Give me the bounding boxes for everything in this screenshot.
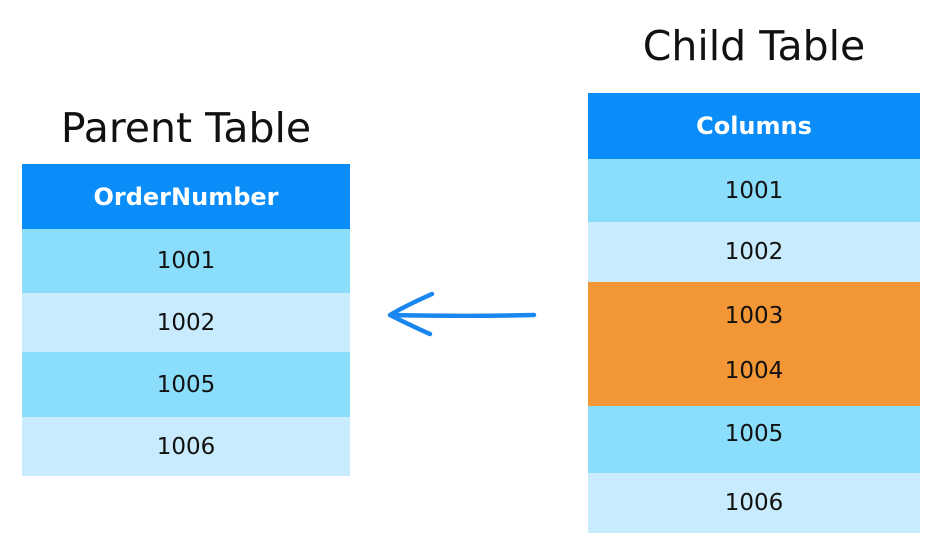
- parent-table: OrderNumber 1001 1002 1005 1006: [22, 164, 350, 476]
- parent-table-row: 1001: [22, 229, 350, 293]
- child-table-header: Columns: [588, 93, 920, 159]
- parent-table-row: 1005: [22, 352, 350, 417]
- parent-table-title: Parent Table: [60, 104, 312, 152]
- child-table-row-highlighted: 1004: [588, 344, 920, 406]
- child-table-row: 1002: [588, 222, 920, 282]
- left-arrow-icon: [387, 291, 537, 337]
- child-table-row: 1005: [588, 406, 920, 473]
- parent-table-row: 1006: [22, 417, 350, 476]
- child-table-row: 1001: [588, 159, 920, 222]
- parent-table-row: 1002: [22, 293, 350, 352]
- child-table-row: 1006: [588, 473, 920, 533]
- child-table: Columns 1001 1002 1003 1004 1005 1006: [588, 93, 920, 533]
- child-table-title: Child Table: [642, 22, 866, 70]
- child-table-row-highlighted: 1003: [588, 282, 920, 344]
- parent-table-header: OrderNumber: [22, 164, 350, 229]
